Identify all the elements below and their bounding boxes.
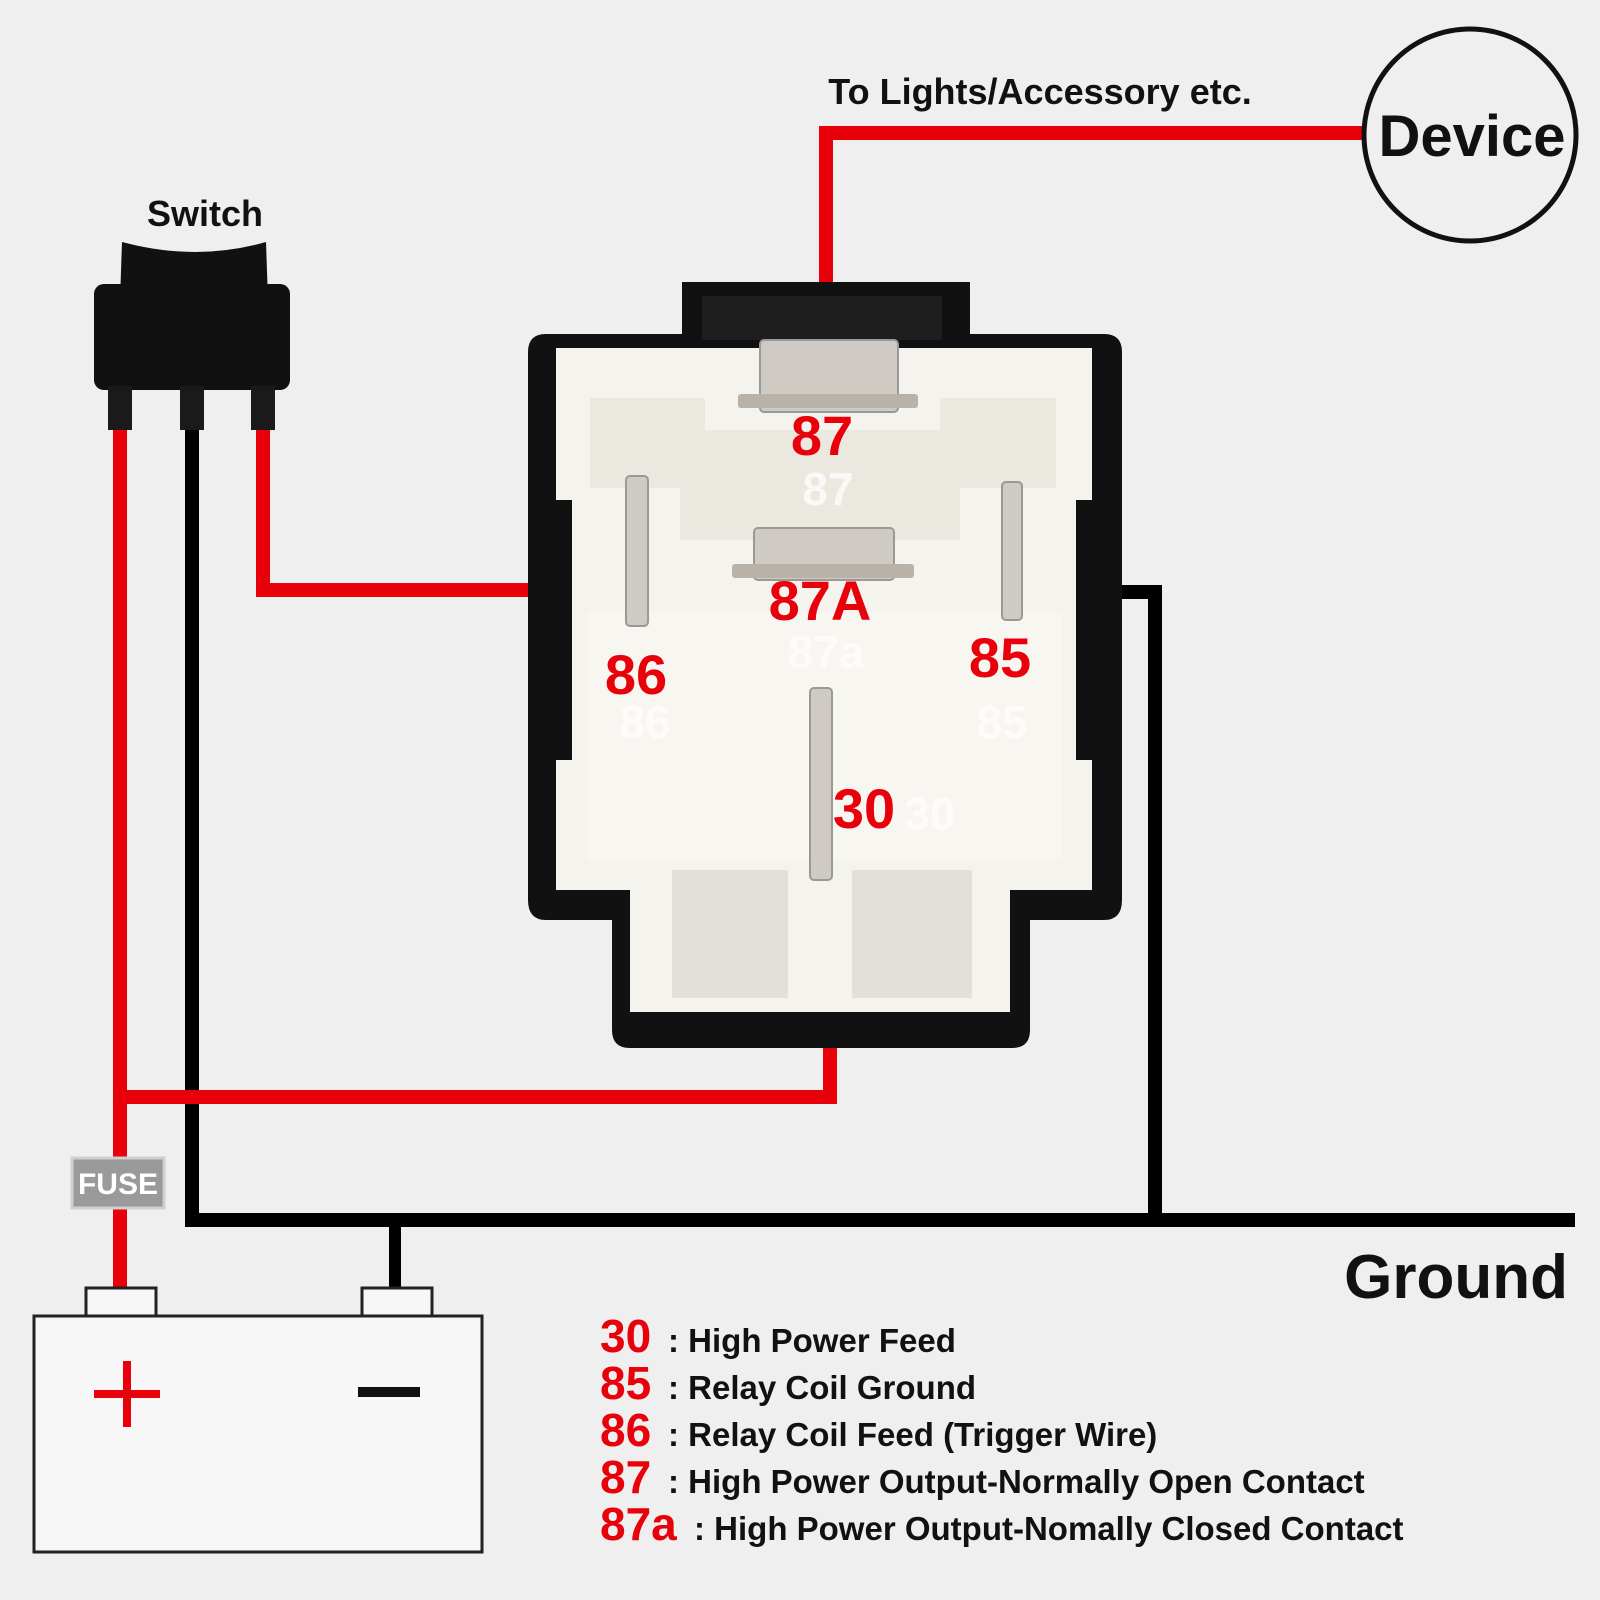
legend-description: : Relay Coil Ground [668, 1369, 976, 1406]
relay-raised-area [590, 398, 1056, 540]
battery-terminal-negative [360, 1286, 434, 1320]
blade-30 [809, 687, 833, 881]
battery-body [32, 1314, 484, 1554]
legend-row: 87 : High Power Output-Normally Open Con… [600, 1451, 1365, 1503]
legend-row: 86 : Relay Coil Feed (Trigger Wire) [600, 1404, 1157, 1456]
legend-row: 85 : Relay Coil Ground [600, 1357, 976, 1409]
pin-label-30: 30 [833, 777, 895, 840]
device-circle [1361, 26, 1579, 244]
switch-terminal-middle [180, 386, 204, 430]
legend-description: : High Power Output-Normally Open Contac… [668, 1463, 1365, 1500]
blade-87-base [738, 394, 918, 408]
relay-window-right [852, 870, 972, 998]
device: Device To Lights/Accessory etc. [828, 26, 1579, 244]
device-label: Device [1378, 104, 1565, 169]
output-wire-pin87 [819, 126, 1368, 300]
legend-pin: 87a [600, 1498, 677, 1550]
relay: 87 87a 86 85 30 87 87A 86 85 30 [528, 282, 1122, 1048]
ground-wire-switch [185, 430, 1575, 1227]
legend-description: : High Power Output-Nomally Closed Conta… [694, 1510, 1404, 1547]
switch-terminal-left [108, 386, 132, 430]
battery-terminal-positive [84, 1286, 158, 1320]
legend-description: : Relay Coil Feed (Trigger Wire) [668, 1416, 1157, 1453]
legend-description: : High Power Feed [668, 1322, 956, 1359]
embossed-87: 87 [802, 463, 853, 515]
legend-row: 87a : High Power Output-Nomally Closed C… [600, 1498, 1404, 1550]
relay-side-rail-right [1076, 500, 1102, 760]
embossed-30: 30 [904, 788, 955, 840]
fuse: FUSE [70, 1156, 166, 1210]
legend-pin: 86 [600, 1404, 651, 1456]
battery [32, 1286, 484, 1554]
to-device-label: To Lights/Accessory etc. [828, 71, 1251, 112]
relay-side-rail-left [546, 500, 572, 760]
blade-87a-base [732, 564, 914, 578]
trigger-wire-pin86 [256, 430, 552, 597]
legend-pin: 87 [600, 1451, 651, 1503]
power-wire-pin30 [120, 1032, 837, 1104]
pin-label-86: 86 [605, 643, 667, 706]
relay-window-left [672, 870, 788, 998]
switch-terminal-right [251, 386, 275, 430]
embossed-85: 85 [976, 696, 1027, 748]
pin-label-87a: 87A [769, 569, 872, 632]
fuse-label: FUSE [78, 1168, 158, 1201]
relay-pin-labels: 87 87A 86 85 30 [605, 404, 1031, 840]
switch: Switch [94, 193, 290, 430]
pin-legend: 30 : High Power Feed 85 : Relay Coil Gro… [600, 1310, 1404, 1550]
blade-85 [1001, 481, 1023, 621]
relay-embossed-numbers: 87 87a 86 85 30 [619, 463, 1027, 840]
switch-label: Switch [147, 193, 263, 234]
embossed-86: 86 [619, 696, 670, 748]
embossed-87a: 87a [788, 626, 865, 678]
relay-blades [625, 339, 1023, 881]
blade-86 [625, 475, 649, 627]
legend-pin: 30 [600, 1310, 651, 1362]
legend-pin: 85 [600, 1357, 651, 1409]
relay-top-slot [702, 296, 942, 340]
switch-body [94, 284, 290, 390]
pin-label-85: 85 [969, 626, 1031, 689]
ground-label: Ground [1344, 1243, 1568, 1312]
fuse-body [70, 1156, 166, 1210]
pin-label-87: 87 [791, 404, 853, 467]
legend-row: 30 : High Power Feed [600, 1310, 956, 1362]
